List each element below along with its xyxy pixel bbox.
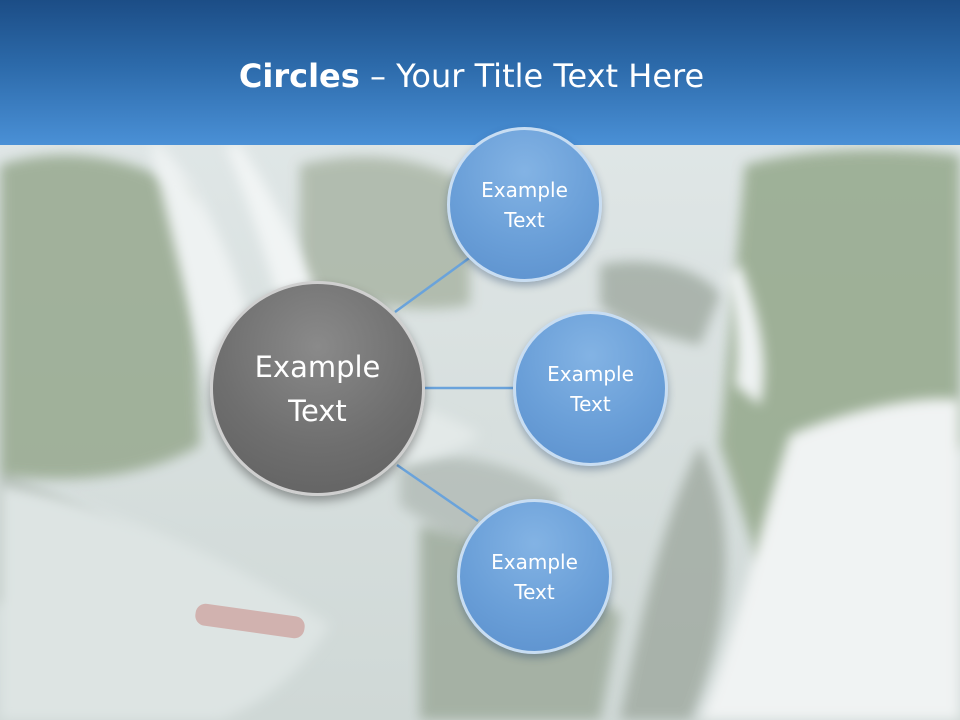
connector-line-bottom bbox=[396, 463, 479, 523]
center-circle-label-line2: Text bbox=[288, 393, 347, 428]
node-label-line1: Example bbox=[547, 361, 634, 386]
connector-line-top bbox=[394, 254, 473, 314]
title-bar bbox=[0, 0, 960, 145]
slide-title[interactable]: Circles – Your Title Text Here bbox=[0, 56, 943, 96]
node-label-line2: Text bbox=[570, 391, 611, 416]
center-circle-label-line1: Example bbox=[254, 349, 381, 384]
node-circle-middle[interactable]: Example Text bbox=[513, 311, 668, 466]
title-bold-text: Circles bbox=[238, 57, 360, 95]
node-label-line2: Text bbox=[504, 207, 545, 232]
node-label-line1: Example bbox=[491, 549, 578, 574]
node-circle-bottom[interactable]: Example Text bbox=[457, 499, 612, 654]
node-label-line2: Text bbox=[514, 579, 555, 604]
title-rest-text: – Your Title Text Here bbox=[359, 57, 705, 95]
node-label-line1: Example bbox=[481, 177, 568, 202]
node-circle-top[interactable]: Example Text bbox=[447, 127, 602, 282]
center-circle[interactable]: Example Text bbox=[210, 281, 425, 496]
